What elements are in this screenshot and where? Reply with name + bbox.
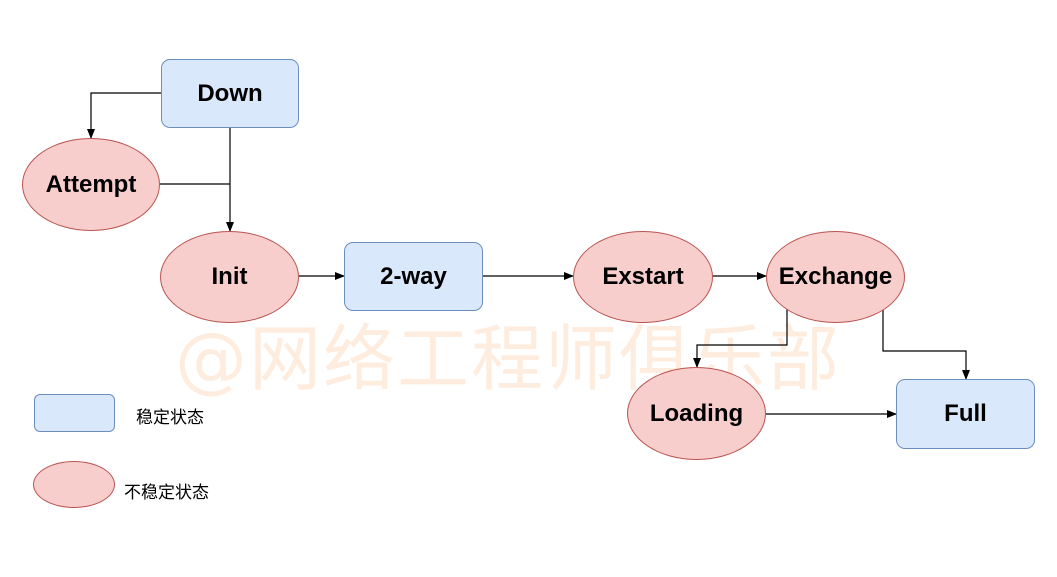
state-init: Init [160, 231, 299, 323]
state-exchange: Exchange [766, 231, 905, 323]
state-2-way: 2-way [344, 242, 483, 311]
state-full: Full [896, 379, 1035, 449]
state-exstart: Exstart [573, 231, 713, 323]
edge-exchange-full [882, 309, 970, 380]
legend-stable-label: 稳定状态 [136, 408, 204, 428]
legend-unstable-label: 不稳定状态 [124, 483, 209, 503]
legend-stable-swatch [34, 394, 115, 432]
state-loading: Loading [627, 367, 766, 460]
edge-down-attempt [87, 92, 161, 139]
edge-exchange-loading [693, 309, 788, 368]
state-down: Down [161, 59, 299, 128]
state-attempt: Attempt [22, 138, 160, 231]
legend-unstable-swatch [33, 461, 115, 508]
